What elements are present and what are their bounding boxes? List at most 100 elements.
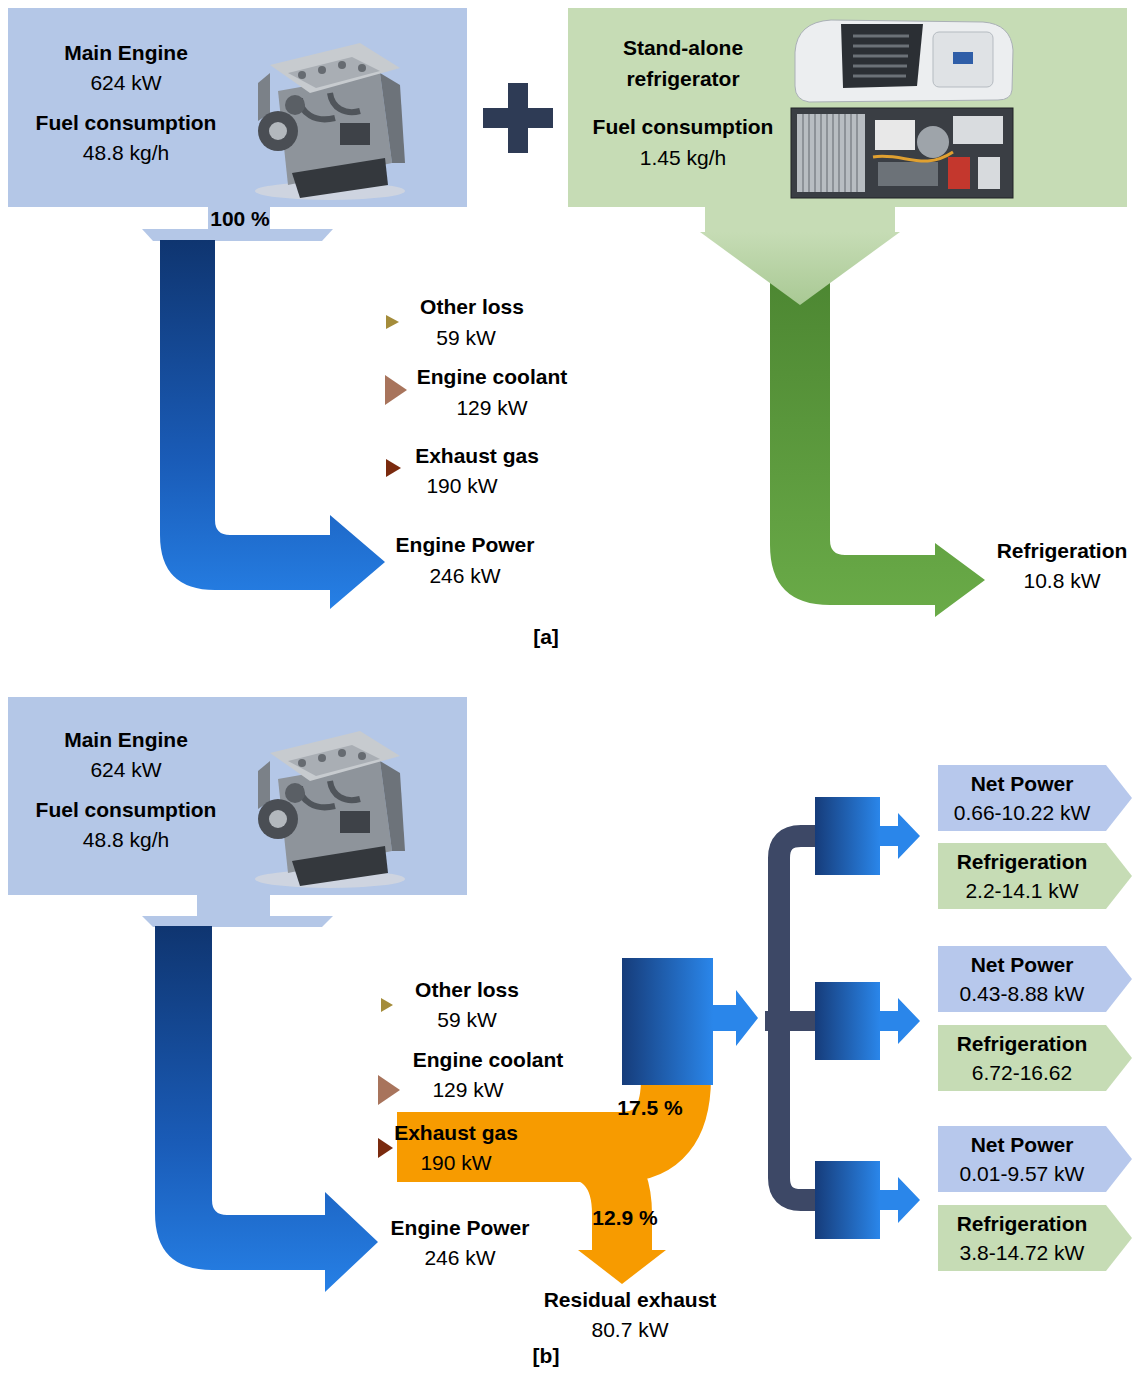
drawing-part (803, 114, 857, 192)
drawing-part (338, 749, 346, 757)
drawing-part (853, 36, 909, 76)
drawing-part (270, 43, 400, 93)
drawing-part (318, 754, 326, 762)
node-value: 3.8-14.72 kW (938, 1238, 1106, 1267)
tag-fill (938, 1205, 1132, 1271)
loss-marker (385, 375, 407, 405)
drawing-part (300, 93, 360, 119)
panel-label: [a] (533, 622, 559, 652)
node-value: 0.01-9.57 kW (938, 1159, 1106, 1188)
value-label: 129 kW (456, 393, 527, 423)
drawing-part (340, 811, 370, 833)
drawing-part (953, 52, 973, 64)
drawing-part (917, 126, 949, 158)
percent-label: 100 % (210, 204, 270, 234)
drawing-part (948, 157, 970, 189)
value-label: 246 kW (429, 561, 500, 591)
engine-power-flow (155, 926, 378, 1292)
flow-arrow (880, 998, 920, 1044)
loss-marker (378, 1138, 393, 1158)
drawing-part (292, 846, 388, 886)
plus-sign (508, 83, 528, 153)
drawing-part (380, 73, 405, 163)
refrigeration-tag: Refrigeration3.8-14.72 kW (938, 1205, 1132, 1271)
value-label: 10.8 kW (1023, 566, 1100, 596)
loss-marker (386, 459, 401, 477)
value-label: 80.7 kW (591, 1315, 668, 1345)
drawing-part (978, 157, 1000, 189)
node-value: 1.45 kg/h (583, 142, 783, 173)
loss-label: Other loss (420, 292, 524, 322)
loss-marker (386, 315, 399, 329)
drawing-part (340, 123, 370, 145)
text-column: Net Power0.66-10.22 kW (938, 769, 1106, 827)
node-heading: Fuel consumption (10, 108, 242, 138)
drawing-part (878, 162, 938, 186)
value-label: 59 kW (437, 1005, 497, 1035)
node-heading: Refrigeration (938, 1029, 1106, 1058)
engine-box: Main Engine624 kWFuel consumption48.8 kg… (8, 697, 467, 895)
drawing-part (795, 20, 1013, 102)
drawing-part (292, 158, 388, 198)
node-value: 624 kW (10, 68, 242, 98)
value-label: 190 kW (420, 1148, 491, 1178)
loss-marker (378, 1075, 400, 1105)
loss-label: Engine coolant (413, 1045, 564, 1075)
drawing-part (841, 24, 923, 88)
node-value: 48.8 kg/h (10, 138, 242, 168)
drawing-part (269, 122, 287, 140)
engine-funnel-neck (197, 894, 270, 917)
node-heading: Fuel consumption (583, 111, 783, 142)
recovery-unit-block (622, 958, 713, 1085)
output-label: Residual exhaust (544, 1285, 717, 1315)
drawing-part (300, 781, 360, 807)
drawing-part (298, 71, 306, 79)
node-value: 6.72-16.62 (938, 1058, 1106, 1087)
flow-arrow (713, 990, 758, 1046)
fridge-funnel-neck (705, 206, 895, 233)
value-label: 59 kW (436, 323, 496, 353)
refrigeration-flow (770, 280, 985, 617)
drawing-part (285, 95, 305, 115)
text-column: Stand-alone refrigeratorFuel consumption… (583, 32, 783, 173)
drawing-part (270, 731, 400, 781)
residual-exhaust-arrowhead (578, 1250, 666, 1284)
refrigeration-tag: Refrigeration6.72-16.62 (938, 1025, 1132, 1091)
text-column: Net Power0.01-9.57 kW (938, 1130, 1106, 1188)
fridge-funnel (700, 232, 900, 305)
loss-label: Other loss (415, 975, 519, 1005)
net-power-tag: Net Power0.43-8.88 kW (938, 946, 1132, 1012)
text-column: Main Engine624 kWFuel consumption48.8 kg… (10, 725, 242, 855)
cycle-block (815, 1161, 880, 1239)
output-label: Engine Power (396, 530, 535, 560)
engine-illustration (240, 13, 410, 203)
drawing-part (933, 32, 993, 87)
node-heading: Fuel consumption (10, 795, 242, 825)
drawing-part (285, 783, 305, 803)
tag-fill (938, 843, 1132, 909)
flow-arrow (880, 1177, 920, 1223)
value-label: 190 kW (426, 471, 497, 501)
output-label: Refrigeration (997, 536, 1128, 566)
node-value: 0.43-8.88 kW (938, 979, 1106, 1008)
cycle-block (815, 982, 880, 1060)
drawing-part (953, 116, 1003, 144)
loss-label: Engine coolant (417, 362, 568, 392)
output-label: Engine Power (391, 1213, 530, 1243)
refrigeration-tag: Refrigeration2.2-14.1 kW (938, 843, 1132, 909)
distribution-bracket (765, 1011, 815, 1031)
drawing-part (298, 759, 306, 767)
text-column: Refrigeration3.8-14.72 kW (938, 1209, 1106, 1267)
drawing-part (288, 57, 380, 88)
drawing-part (380, 761, 405, 851)
drawing-part (358, 752, 366, 760)
drawing-part (791, 108, 1013, 198)
engine-box: Main Engine624 kWFuel consumption48.8 kg… (8, 8, 467, 207)
node-heading: Net Power (938, 769, 1106, 798)
engine-power-flow (160, 240, 385, 609)
node-value: 2.2-14.1 kW (938, 876, 1106, 905)
node-heading: Refrigeration (938, 847, 1106, 876)
net-power-tag: Net Power0.66-10.22 kW (938, 765, 1132, 831)
percent-label: 17.5 % (617, 1093, 682, 1123)
